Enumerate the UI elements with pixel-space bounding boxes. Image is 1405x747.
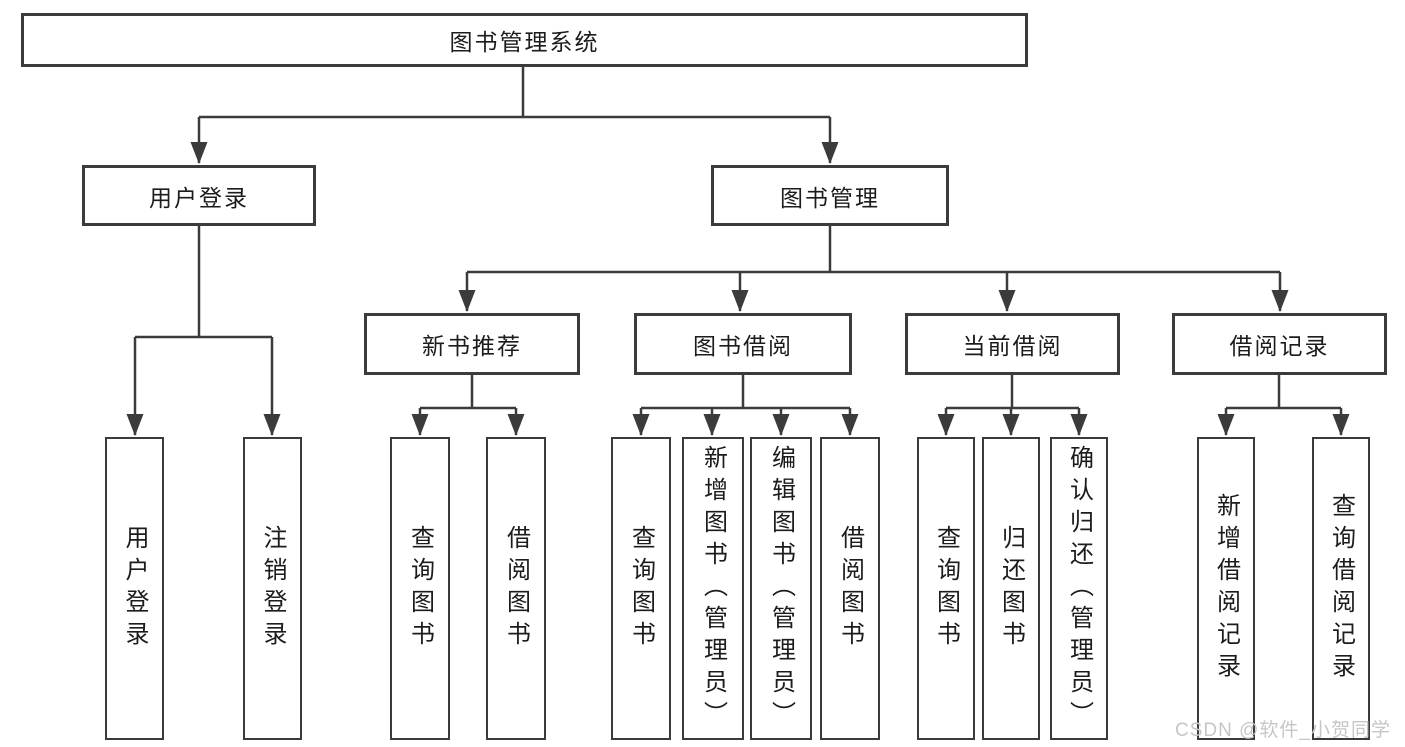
leaf-user-login: 用户登录 (105, 437, 164, 740)
leaf-current-query-books: 查询图书 (917, 437, 975, 740)
leaf-borrow-add-books-admin: 新增图书（管理员） (682, 437, 744, 740)
leaf-current-confirm-return-admin: 确认归还（管理员） (1050, 437, 1108, 740)
system-root-node: 图书管理系统 (21, 13, 1028, 67)
leaf-logout-login: 注销登录 (243, 437, 302, 740)
leaf-recommend-borrow-books: 借阅图书 (486, 437, 546, 740)
leaf-borrow-borrow-books: 借阅图书 (820, 437, 880, 740)
book-borrow-node: 图书借阅 (634, 313, 852, 375)
leaf-current-return-books: 归还图书 (982, 437, 1040, 740)
current-borrow-node: 当前借阅 (905, 313, 1120, 375)
leaf-record-query-borrow-record: 查询借阅记录 (1312, 437, 1370, 740)
leaf-borrow-query-books: 查询图书 (611, 437, 671, 740)
borrow-record-node: 借阅记录 (1172, 313, 1387, 375)
leaf-borrow-edit-books-admin: 编辑图书（管理员） (750, 437, 812, 740)
csdn-watermark: CSDN @软件_小贺同学 (1175, 720, 1391, 741)
leaf-record-add-borrow-record: 新增借阅记录 (1197, 437, 1255, 740)
book-management-node: 图书管理 (711, 165, 949, 226)
user-login-node: 用户登录 (82, 165, 316, 226)
new-book-recommend-node: 新书推荐 (364, 313, 580, 375)
leaf-recommend-query-books: 查询图书 (390, 437, 450, 740)
